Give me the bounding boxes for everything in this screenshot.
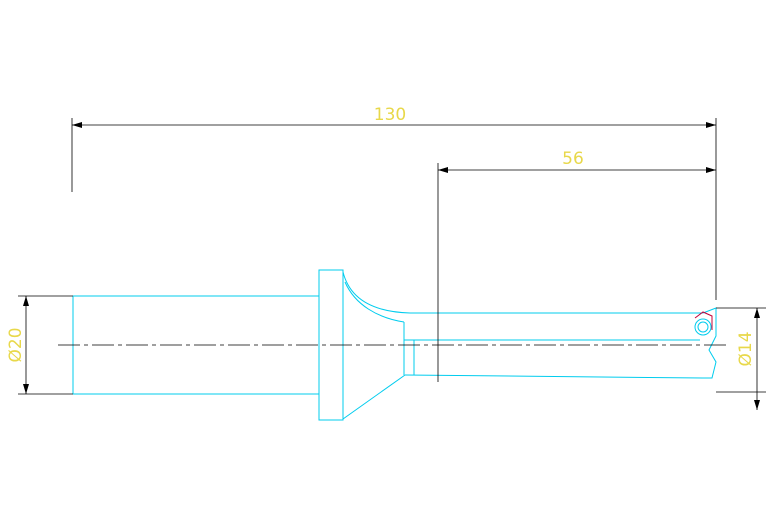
- body: [403, 312, 704, 379]
- dim-text-56: 56: [562, 149, 584, 169]
- dim-text-d20: Ø20: [6, 327, 26, 362]
- tip: [702, 307, 717, 379]
- dim-text-130: 130: [374, 105, 406, 125]
- taper: [342, 271, 411, 420]
- insert-mark: [694, 311, 713, 330]
- tool-outline: [72, 269, 717, 421]
- extension-lines: [18, 118, 766, 395]
- insert-hole-inner: [697, 321, 709, 333]
- insert-hole: [694, 318, 712, 336]
- dim-text-d14: Ø14: [736, 331, 756, 366]
